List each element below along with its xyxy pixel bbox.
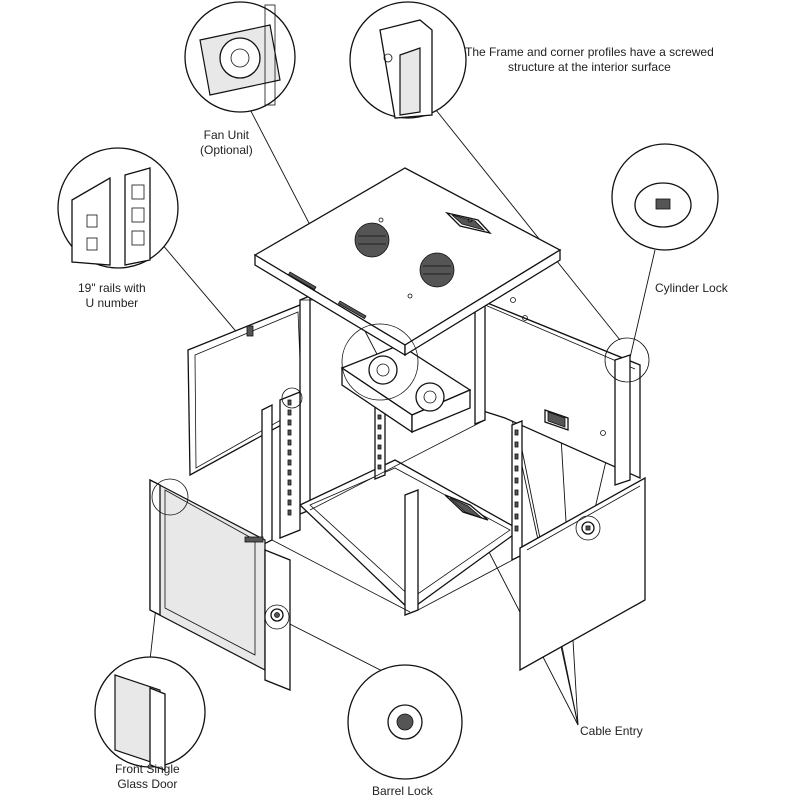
detail-frame-profile (349, 1, 467, 119)
label-cylinder-lock: Cylinder Lock (655, 281, 728, 296)
label-barrel-lock: Barrel Lock (372, 784, 433, 799)
label-front-door: Front Single Glass Door (115, 762, 180, 792)
top-cover (253, 167, 562, 357)
detail-fan-unit (184, 1, 296, 113)
label-barrel-lock-line1: Barrel Lock (372, 784, 433, 798)
rail-holes-left (287, 399, 292, 516)
cabinet-frame (261, 295, 631, 616)
fan-tray (340, 344, 472, 434)
label-front-door-line2: Glass Door (117, 777, 178, 791)
label-cable-entry-line1: Cable Entry (580, 724, 643, 738)
label-frame-note-line1: The Frame and corner profiles have a scr… (465, 45, 714, 59)
leader-barrel-lock (277, 617, 401, 681)
front-glass-door (149, 478, 291, 691)
zoom-markers (151, 323, 650, 630)
rear-panel (479, 297, 641, 480)
label-rails-line2: U number (85, 296, 139, 310)
label-fan-unit-line1: Fan Unit (203, 128, 250, 142)
fan-vent-1 (354, 222, 390, 258)
label-cable-entry: Cable Entry (580, 724, 643, 739)
label-fan-unit: Fan Unit (Optional) (200, 128, 253, 158)
detail-cylinder-lock (611, 143, 719, 251)
detail-rails (57, 147, 179, 269)
label-fan-unit-line2: (Optional) (200, 143, 253, 157)
leader-frame-note (419, 89, 621, 341)
rail-holes-inner (377, 404, 382, 470)
label-frame-note: The Frame and corner profiles have a scr… (465, 45, 714, 75)
detail-front-door (94, 656, 206, 771)
detail-barrel-lock (347, 664, 463, 780)
fan-vent-2 (419, 252, 455, 288)
rail-holes-right (514, 429, 519, 532)
label-frame-note-line2: structure at the interior surface (508, 60, 671, 74)
label-rails-line1: 19" rails with (78, 281, 146, 295)
label-rails: 19" rails with U number (78, 281, 146, 311)
label-front-door-line1: Front Single (115, 762, 180, 776)
right-side-panel (519, 476, 646, 672)
label-cylinder-lock-line1: Cylinder Lock (655, 281, 728, 295)
